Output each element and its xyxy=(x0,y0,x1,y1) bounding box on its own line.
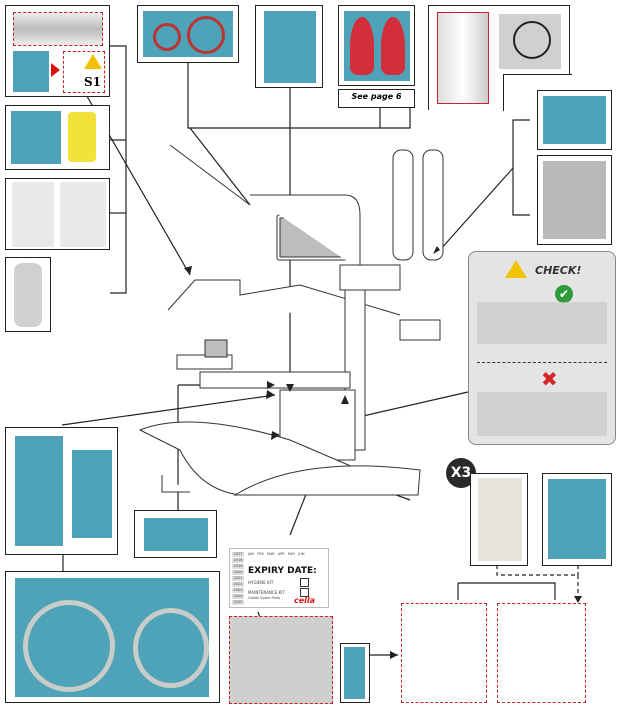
red-o-rings-panel xyxy=(137,5,239,63)
black-o-rings-image xyxy=(13,51,49,92)
brand-logo: cella xyxy=(294,596,316,605)
water-block-drawing-1 xyxy=(401,603,487,703)
handpieces-panel xyxy=(5,427,118,555)
tube-connector-image xyxy=(14,263,42,327)
water-bottle-image xyxy=(437,12,489,104)
wrong-position-drawing xyxy=(477,392,607,436)
suction-hoses-image xyxy=(15,578,209,697)
micromotor-kit-panel: S1 xyxy=(5,5,110,97)
cylinder-filter-image xyxy=(344,647,365,699)
suction-filters-image xyxy=(264,11,316,83)
tube-connector-panel xyxy=(5,257,51,332)
micromotor-image xyxy=(13,12,103,46)
foam-filters-image xyxy=(11,111,61,164)
hygiene-kit-checkbox xyxy=(300,578,309,587)
check-title: CHECK! xyxy=(535,264,582,277)
pressure-valve-image xyxy=(548,479,606,559)
correct-position-drawing xyxy=(477,302,607,344)
label-footer: Global Spare Parts xyxy=(248,596,281,600)
t-connectors-image xyxy=(144,518,208,551)
water-block-drawing-2 xyxy=(497,603,586,703)
hygiene-kit-row: HYGIENE KIT xyxy=(248,580,274,585)
cabinet-photo xyxy=(229,616,333,704)
spare-kits-panel xyxy=(5,178,110,250)
see-page-caption: See page 6 xyxy=(338,89,415,108)
white-plug-image xyxy=(543,96,606,144)
foam-filters-panel xyxy=(5,105,110,170)
valve-cartridge-image xyxy=(543,161,606,239)
red-o-rings-image xyxy=(143,11,233,57)
s1-label: S1 xyxy=(84,75,102,89)
year-cell: 2023 xyxy=(232,588,244,593)
year-cell: 2018 xyxy=(232,558,244,563)
cylinder-filter-panel xyxy=(340,643,370,703)
valve-cartridge-panel xyxy=(537,155,612,245)
year-cell: 2025 xyxy=(232,600,244,605)
warning-icon xyxy=(505,260,527,278)
valve-parts-panel xyxy=(470,473,528,566)
year-cell: 2021 xyxy=(232,576,244,581)
white-plug-panel xyxy=(537,90,612,150)
t-connectors-panel xyxy=(134,510,217,558)
kit-bag-1-image xyxy=(12,182,54,247)
valve-parts-image xyxy=(478,478,522,561)
year-cell: 2022 xyxy=(232,582,244,587)
black-o-ring-image xyxy=(499,14,561,69)
kit-bag-2-image xyxy=(60,182,106,247)
suction-filters-panel xyxy=(255,5,323,88)
pressure-valve-panel xyxy=(542,473,612,566)
check-wrong-icon: ✖ xyxy=(541,367,558,391)
red-covers-panel xyxy=(338,5,415,86)
year-cell: 2024 xyxy=(232,594,244,599)
expiry-title: EXPIRY DATE: xyxy=(248,566,317,576)
expiry-date-label: JAN FEB MAR APR MAY JUN 2017 2018 2019 2… xyxy=(229,548,329,608)
large-handpiece-image xyxy=(15,436,63,546)
dental-chair-drawing xyxy=(138,144,444,496)
maintenance-kit-checkbox xyxy=(300,588,309,597)
year-cell: 2017 xyxy=(232,552,244,557)
check-instructions-panel: CHECK! ✔ ✖ xyxy=(468,251,616,445)
divider xyxy=(477,362,607,363)
maintenance-kit-row: MAINTENANCE KIT xyxy=(248,590,285,595)
year-cell: 2020 xyxy=(232,570,244,575)
s1-grease-image: S1 xyxy=(63,51,105,93)
suction-hoses-panel xyxy=(5,571,220,703)
year-cell: 2019 xyxy=(232,564,244,569)
warning-icon xyxy=(84,54,102,69)
small-handpiece-image xyxy=(72,450,112,538)
arrow-right-icon xyxy=(51,63,60,77)
check-ok-icon: ✔ xyxy=(555,285,573,303)
months-row: JAN FEB MAR APR MAY JUN xyxy=(248,552,305,556)
red-covers-image xyxy=(344,11,410,81)
suction-valve-image xyxy=(68,112,96,162)
